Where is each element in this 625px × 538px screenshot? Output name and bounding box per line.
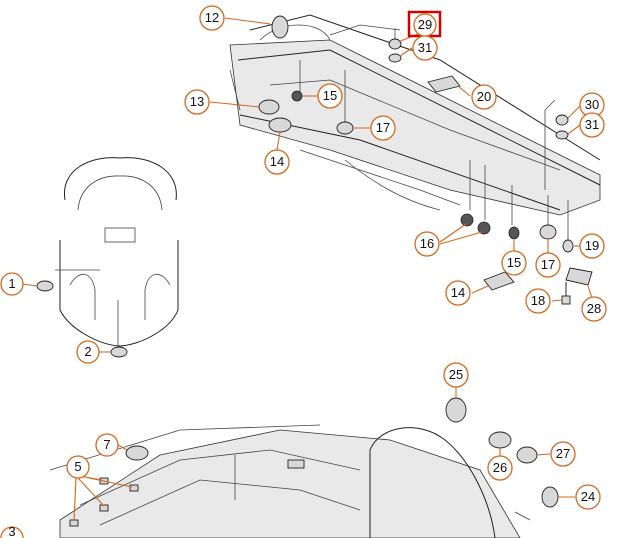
plug-13 [258,99,280,115]
plug-1 [36,280,54,292]
callout-31-lower[interactable]: 31 [579,112,605,138]
svg-text:3: 3 [8,524,15,538]
callout-18[interactable]: 18 [525,288,551,314]
svg-text:26: 26 [493,460,507,475]
callout-31-upper[interactable]: 31 [412,35,438,61]
svg-text:16: 16 [420,236,434,251]
svg-text:1: 1 [8,276,15,291]
callout-1[interactable]: 1 [0,272,24,296]
svg-text:20: 20 [477,89,491,104]
svg-text:5: 5 [74,459,81,474]
svg-text:27: 27 [556,446,570,461]
clip-19 [562,239,574,253]
callout-29[interactable]: 29 [407,10,442,38]
callout-15-lower[interactable]: 15 [501,250,527,276]
plug-7 [125,445,149,461]
plug-27 [516,446,538,464]
clip-30 [555,114,569,126]
callout-5[interactable]: 5 [66,455,90,479]
svg-text:30: 30 [585,97,599,112]
callout-16[interactable]: 16 [414,231,440,257]
plug-17-upper [336,121,354,135]
svg-text:25: 25 [449,367,463,382]
svg-text:31: 31 [585,117,599,132]
svg-text:14: 14 [270,154,284,169]
nut-16b [477,221,491,235]
cover-20 [427,75,461,93]
plug-12 [271,15,289,39]
callout-17-upper[interactable]: 17 [370,115,396,141]
callout-25[interactable]: 25 [443,362,469,388]
svg-text:15: 15 [507,255,521,270]
pad-5c [69,519,79,527]
svg-text:12: 12 [205,10,219,25]
underbody-top-assembly [229,14,601,305]
svg-text:17: 17 [541,257,555,272]
rear-floor-assembly [49,397,559,538]
callout-27[interactable]: 27 [550,441,576,467]
callouts: 12 29 31 13 15 20 30 17 31 14 16 15 17 1… [0,5,607,538]
callout-14-lower[interactable]: 14 [445,280,471,306]
callout-13[interactable]: 13 [184,89,210,115]
leader-lines [21,17,593,521]
callout-20[interactable]: 20 [471,84,497,110]
svg-text:2: 2 [84,344,91,359]
plug-24 [541,486,559,508]
seat-area-view [36,157,179,358]
callout-15-upper[interactable]: 15 [317,83,343,109]
callout-7[interactable]: 7 [95,433,119,457]
svg-text:28: 28 [587,301,601,316]
callout-14-upper[interactable]: 14 [264,149,290,175]
svg-text:13: 13 [190,94,204,109]
nut-15-upper [291,90,303,102]
svg-text:7: 7 [103,437,110,452]
plug-2 [110,346,128,358]
plug-14-lower [483,271,515,291]
svg-text:19: 19 [585,238,599,253]
pad-5b [129,484,139,492]
clip-29 [388,38,402,50]
clip-31-upper [388,53,402,63]
svg-text:15: 15 [323,88,337,103]
callout-2[interactable]: 2 [76,340,100,364]
callout-17-lower[interactable]: 17 [535,252,561,278]
nut-15-lower [508,226,520,240]
bolt-18 [561,295,571,305]
svg-text:17: 17 [376,120,390,135]
callout-19[interactable]: 19 [579,233,605,259]
clip-31-lower [555,130,569,140]
callout-3[interactable]: 3 [0,524,24,538]
plug-17-lower [539,224,557,240]
pad-5d [99,504,109,512]
callout-28[interactable]: 28 [581,296,607,322]
svg-text:14: 14 [451,285,465,300]
callout-26[interactable]: 26 [487,455,513,481]
svg-text:24: 24 [581,489,595,504]
svg-text:29: 29 [418,17,432,32]
callout-12[interactable]: 12 [199,5,225,31]
nut-16a [460,213,474,227]
svg-text:31: 31 [418,40,432,55]
callout-24[interactable]: 24 [575,484,601,510]
plug-14-upper [268,117,292,133]
bracket-28 [565,267,593,286]
plug-26 [488,431,512,449]
plug-25 [445,397,467,423]
svg-text:18: 18 [531,293,545,308]
